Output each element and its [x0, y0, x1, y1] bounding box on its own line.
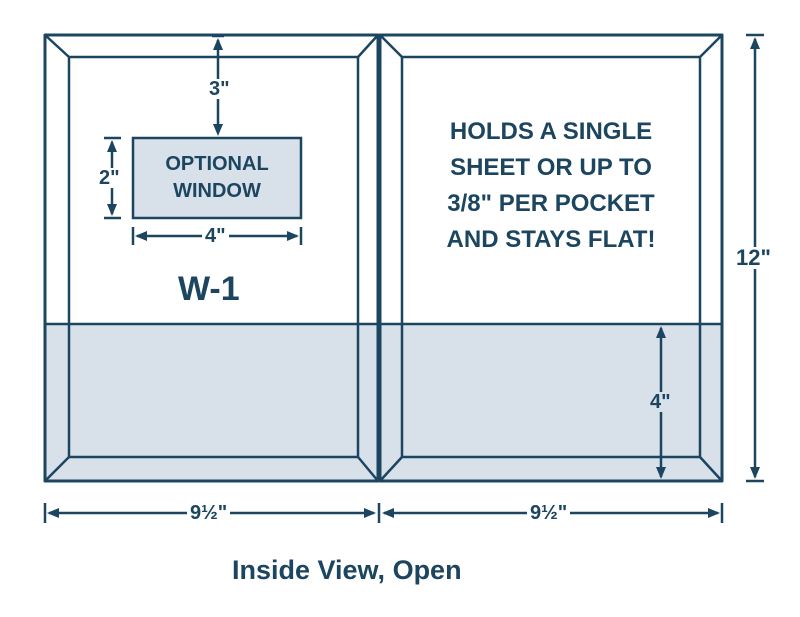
right-inner-frame: [400, 55, 702, 459]
left-inner-frame: [67, 55, 360, 459]
window-label-line2: WINDOW: [173, 180, 261, 202]
optional-window-box: [131, 136, 303, 220]
right-width-label: 9½": [527, 503, 571, 523]
window-label-line1: OPTIONAL: [165, 153, 269, 175]
window-height-label: 2": [96, 168, 123, 188]
window-width-label: 4": [202, 226, 229, 246]
optional-window-label: OPTIONAL WINDOW: [133, 138, 301, 218]
model-number: W-1: [178, 270, 240, 308]
promo-line-1: HOLDS A SINGLE: [449, 118, 653, 145]
promo-line-3: 3/8" PER POCKET: [447, 190, 655, 217]
left-width-label: 9½": [187, 503, 231, 523]
pocket-height-label: 4": [648, 391, 673, 413]
promo-text: HOLDS A SINGLE SHEET OR UP TO 3/8" PER P…: [403, 114, 699, 258]
promo-line-2: SHEET OR UP TO: [450, 154, 652, 181]
window-offset-label: 3": [206, 79, 233, 99]
left-pocket: [46, 324, 377, 480]
promo-line-4: AND STAYS FLAT!: [446, 226, 656, 253]
caption: Inside View, Open: [232, 555, 462, 585]
height-label: 12": [733, 247, 774, 269]
